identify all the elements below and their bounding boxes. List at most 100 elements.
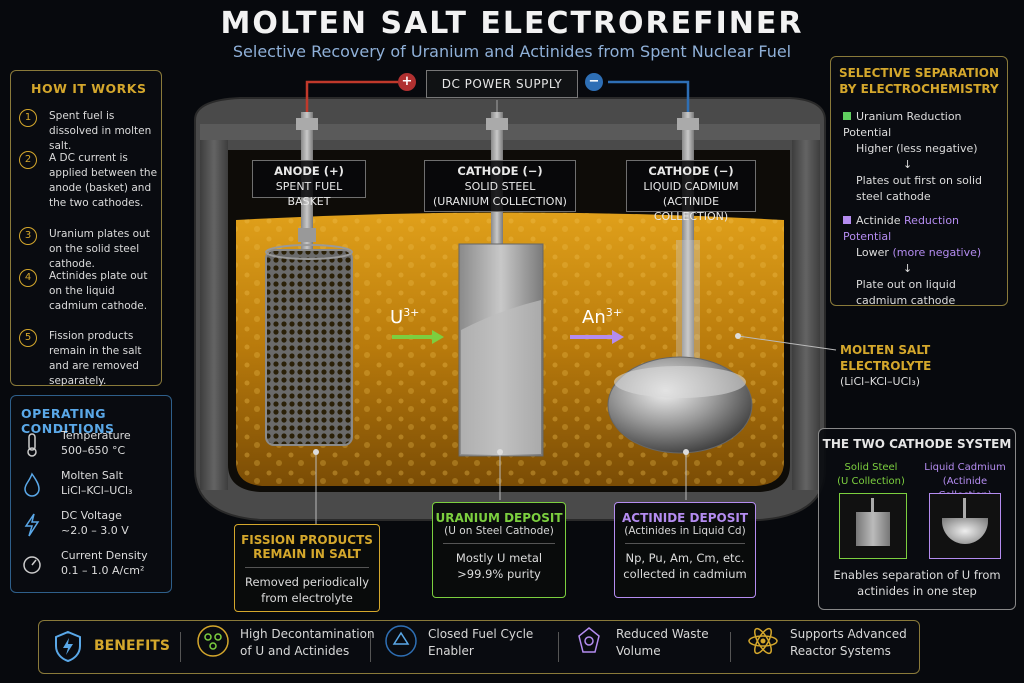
shield-icon — [55, 630, 81, 662]
uranium-callout-subtitle: (U on Steel Cathode) — [444, 525, 554, 537]
uranium-callout-heading: URANIUM DEPOSIT — [435, 511, 563, 525]
uranium-callout-body-line1: Mostly U metal — [455, 551, 543, 565]
step-text: A DC current is applied between the anod… — [49, 152, 158, 209]
actinide-potential-detail: (more negative) — [892, 246, 982, 259]
uranium-ion-label: U3+ — [390, 306, 419, 328]
condition-value: LiCl–KCl–UCl₃ — [61, 484, 133, 497]
uranium-callout-body-line2: >99.9% purity — [457, 567, 541, 581]
uranium-deposit-callout: URANIUM DEPOSIT (U on Steel Cathode) Mos… — [432, 502, 566, 598]
how-it-works-heading: HOW IT WORKS — [31, 81, 147, 96]
gauge-icon — [23, 556, 41, 574]
liquid-cathode-purpose: (ACTINIDE COLLECTION) — [653, 195, 729, 223]
actinide-ion-charge: 3+ — [605, 306, 622, 319]
page-title: MOLTEN SALT ELECTROREFINER — [220, 6, 804, 41]
benefits-heading: BENEFITS — [94, 638, 170, 654]
actinide-callout-body-line2: collected in cadmium — [623, 567, 747, 581]
step-text: Uranium plates out on the solid steel ca… — [49, 228, 150, 270]
solid-cathode-purpose: (URANIUM COLLECTION) — [433, 195, 567, 208]
actinide-name: Actinide — [856, 214, 901, 227]
uranium-ion-charge: 3+ — [403, 306, 420, 319]
down-arrow-icon: ↓ — [903, 262, 913, 275]
liquid-cathode-thumbnail — [929, 493, 1001, 559]
down-arrow-icon: ↓ — [903, 158, 913, 171]
condition-temperature: Temperature 500–650 °C — [21, 428, 166, 458]
liquid-cathode-material: LIQUID CADMIUM — [643, 180, 739, 193]
uranium-potential-label: Reduction Potential — [843, 110, 962, 139]
benefits-bar — [38, 620, 920, 674]
electrolyte-title-line2: ELECTROLYTE — [840, 359, 932, 373]
step-number: 1 — [19, 109, 37, 127]
liquid-cathode-title: CATHODE (−) — [648, 164, 734, 178]
step-2: 2 A DC current is applied between the ano… — [19, 151, 159, 211]
condition-label: Current Density — [61, 549, 148, 562]
actinide-color-swatch — [843, 216, 851, 224]
flame-icon — [24, 472, 40, 497]
solid-cathode-label: CATHODE (−) SOLID STEEL (URANIUM COLLECT… — [424, 160, 576, 212]
selective-separation-panel: SELECTIVE SEPARATION BY ELECTROCHEMISTRY… — [830, 56, 1008, 309]
actinide-callout-body-line1: Np, Pu, Am, Cm, etc. — [625, 551, 745, 565]
anode-subtitle: SPENT FUEL BASKET — [275, 180, 343, 208]
electrolyte-label: MOLTEN SALT ELECTROLYTE (LiCl–KCl–UCl₃) — [840, 342, 960, 390]
atom-icon — [748, 627, 778, 655]
uranium-ion-symbol: U — [390, 307, 404, 328]
two-cathode-heading: THE TWO CATHODE SYSTEM — [822, 437, 1012, 451]
solid-cathode-title: CATHODE (−) — [457, 164, 543, 178]
condition-value: 0.1 – 1.0 A/cm² — [61, 564, 145, 577]
condition-label: Temperature — [61, 429, 131, 442]
electrolyte-title-line1: MOLTEN SALT — [840, 343, 931, 357]
actinide-potential-label: Reduction Potential — [843, 214, 960, 243]
how-it-works-panel: HOW IT WORKS 1 Spent fuel is dissolved in… — [10, 70, 162, 387]
operating-conditions-panel: OPERATING CONDITIONS Temperature 500–650… — [10, 395, 172, 593]
condition-dc-voltage: DC Voltage ~2.0 – 3.0 V — [21, 508, 166, 538]
liquid-cathode-label: CATHODE (−) LIQUID CADMIUM (ACTINIDE COL… — [626, 160, 756, 223]
benefit-line2: Volume — [616, 644, 661, 658]
actinide-ion-label: An3+ — [582, 306, 622, 328]
solid-cathode-thumbnail — [839, 493, 907, 559]
solid-cathode-material: SOLID STEEL — [464, 180, 536, 193]
step-text: Spent fuel is dissolved in molten salt. — [49, 110, 152, 152]
page-subtitle: Selective Recovery of Uranium and Actini… — [232, 42, 792, 61]
liquid-cathode-name: Liquid Cadmium — [924, 462, 1006, 473]
uranium-name: Uranium — [856, 110, 904, 123]
uranium-result: Plates out first on solid steel cathode — [856, 174, 982, 203]
benefit-line2: Enabler — [428, 644, 474, 658]
two-cathode-panel: THE TWO CATHODE SYSTEM Solid Steel (U Co… — [818, 428, 1016, 610]
electrolyte-formula: (LiCl–KCl–UCl₃) — [840, 375, 921, 388]
solid-cathode-role: (U Collection) — [837, 476, 905, 487]
condition-current-density: Current Density 0.1 – 1.0 A/cm² — [21, 548, 166, 578]
waste-reduce-icon — [578, 627, 600, 653]
fission-callout-heading-line1: FISSION PRODUCTS — [241, 533, 373, 547]
uranium-color-swatch — [843, 112, 851, 120]
condition-molten-salt: Molten Salt LiCl–KCl–UCl₃ — [21, 468, 166, 498]
power-supply-plus-terminal: + — [398, 73, 416, 91]
actinide-potential-value: Lower — [856, 246, 889, 259]
actinide-callout-subtitle: (Actinides in Liquid Cd) — [624, 525, 746, 537]
recycle-icon — [385, 625, 417, 657]
step-number: 4 — [19, 269, 37, 287]
condition-label: DC Voltage — [61, 509, 122, 522]
power-supply-minus-terminal: − — [585, 73, 603, 91]
thermometer-icon — [27, 433, 37, 457]
condition-label: Molten Salt — [61, 469, 123, 482]
actinide-ion-symbol: An — [582, 307, 606, 328]
lightning-icon — [24, 513, 40, 537]
step-text: Fission products remain in the salt and … — [49, 330, 142, 387]
fission-callout-heading-line2: REMAIN IN SALT — [253, 547, 361, 561]
step-number: 2 — [19, 151, 37, 169]
two-cathode-caption: Enables separation of U from actinides i… — [833, 568, 1001, 598]
step-number: 5 — [19, 329, 37, 347]
condition-value: ~2.0 – 3.0 V — [61, 524, 129, 537]
actinide-deposit-callout: ACTINIDE DEPOSIT (Actinides in Liquid Cd… — [614, 502, 756, 598]
benefit-line2: of U and Actinides — [240, 644, 350, 658]
benefit-line2: Reactor Systems — [790, 644, 891, 658]
fission-callout-body: Removed periodically from electrolyte — [244, 575, 370, 605]
benefit-line1: Supports Advanced — [790, 627, 907, 641]
actinide-potential-block: Actinide Reduction Potential Lower (more… — [843, 213, 1003, 309]
uranium-potential-value: Higher (less negative) — [856, 142, 978, 155]
actinide-callout-heading: ACTINIDE DEPOSIT — [621, 511, 749, 525]
anode-label: ANODE (+) SPENT FUEL BASKET — [252, 160, 366, 208]
power-supply-label: DC POWER SUPPLY — [441, 77, 563, 91]
benefit-line1: Closed Fuel Cycle — [428, 627, 534, 641]
